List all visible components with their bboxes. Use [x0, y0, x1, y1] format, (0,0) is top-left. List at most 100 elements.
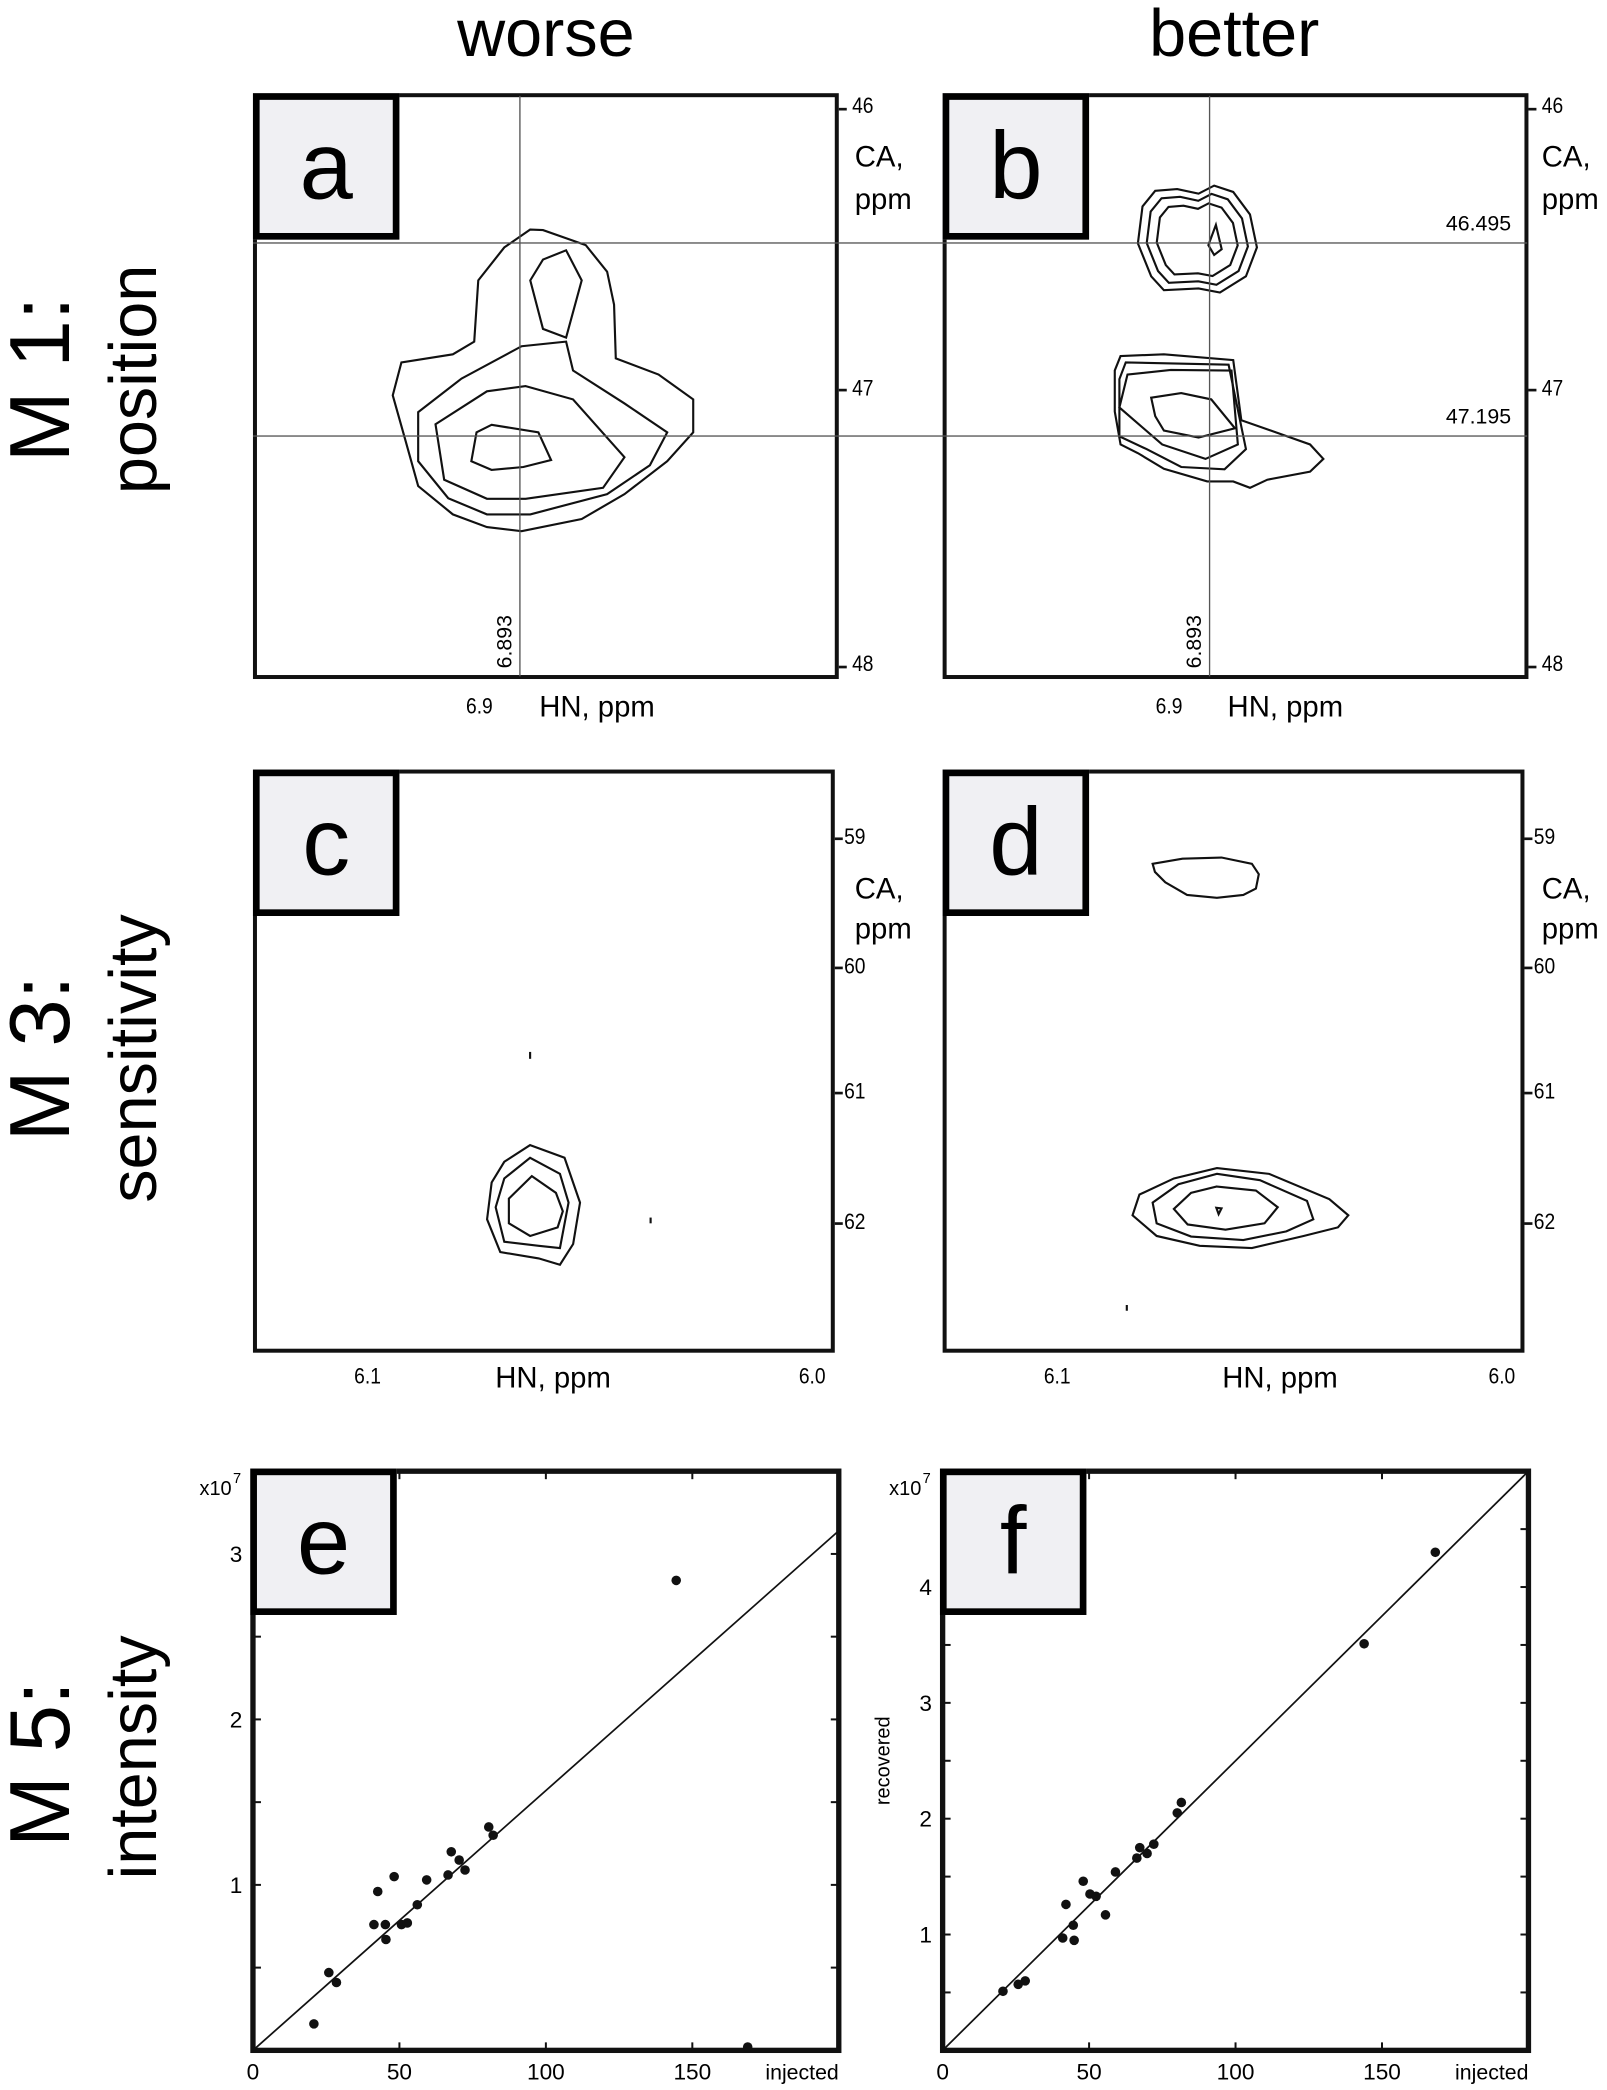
y-tick-label: 59 — [1533, 824, 1556, 850]
y-tick-mark — [838, 107, 847, 111]
data-point — [1057, 1933, 1068, 1943]
column-header-better: better — [1149, 0, 1320, 71]
contour-level-3 — [509, 1176, 563, 1236]
contour-upper-level-2 — [1147, 194, 1248, 285]
data-point — [372, 1886, 383, 1897]
contour-level-4 — [1216, 1208, 1221, 1214]
y-axis-label: CA, — [854, 139, 904, 174]
y-tick-label: 3 — [230, 1542, 243, 1567]
data-point — [1132, 1853, 1142, 1863]
contour-level-2 — [1153, 1174, 1314, 1240]
y-tick-mark — [1524, 966, 1533, 970]
data-point — [1142, 1848, 1152, 1859]
y-tick-label: 2 — [230, 1707, 243, 1732]
y-axis-label: ppm — [854, 912, 912, 946]
contour-lower-level-1 — [1115, 354, 1324, 487]
row-name-1: position — [95, 264, 171, 495]
contour-upper-level-3 — [1157, 203, 1238, 276]
y-tick-label: 1 — [919, 1923, 932, 1948]
data-point — [389, 1871, 399, 1882]
x-tick-label: 0 — [247, 2060, 260, 2085]
row-name-3: sensitivity — [95, 914, 171, 1203]
y-axis-label: CA, — [1541, 139, 1591, 174]
y-multiplier-label: x10 — [889, 1478, 921, 1500]
x-axis-label: injected — [1455, 2061, 1528, 2085]
data-point — [331, 1977, 342, 1988]
x-tick-label: 150 — [1363, 2060, 1401, 2085]
data-point — [742, 2042, 753, 2052]
fit-line — [252, 1530, 840, 2052]
y-tick-label: 59 — [844, 824, 866, 850]
data-point — [1020, 1976, 1031, 1986]
x-tick-label: 6.0 — [1488, 1363, 1516, 1389]
crosshair-horizontal-1 — [252, 242, 1528, 244]
x-axis-label: HN, ppm — [1227, 689, 1344, 723]
row-metric-5: M 5: — [0, 1681, 88, 1847]
y-tick-mark — [1528, 107, 1537, 111]
panel-label-d: d — [942, 769, 1090, 917]
crosshair-value-a: 6.893 — [493, 615, 517, 669]
y-multiplier-label: x10 — [199, 1478, 231, 1500]
data-point — [381, 1934, 391, 1945]
data-point — [412, 1899, 423, 1910]
y-tick-mark — [1524, 1222, 1533, 1225]
data-point — [1149, 1839, 1159, 1849]
contour-plot-a — [257, 97, 835, 675]
data-point — [1068, 1920, 1079, 1931]
data-point — [671, 1575, 682, 1586]
data-point — [324, 1967, 334, 1978]
contour-upper-level-1 — [1138, 186, 1257, 293]
data-point — [1359, 1638, 1369, 1649]
crosshair-value-b: 6.893 — [1183, 615, 1207, 669]
data-point — [1134, 1842, 1145, 1853]
y-tick-mark — [834, 1091, 843, 1095]
y-tick-label: 61 — [1533, 1078, 1556, 1104]
data-point — [1078, 1876, 1089, 1887]
x-tick-label: 0 — [936, 2060, 949, 2085]
data-point — [443, 1870, 453, 1880]
y-tick-label: 47 — [852, 375, 874, 401]
y-tick-mark — [834, 837, 843, 841]
y-tick-label: 48 — [1541, 651, 1564, 677]
y-tick-label: 62 — [844, 1208, 866, 1235]
y-axis-label: ppm — [1541, 182, 1599, 216]
y-tick-mark — [1528, 388, 1537, 392]
peak-value-1: 46.495 — [1445, 213, 1512, 236]
panel-label-e: e — [250, 1468, 397, 1615]
x-tick-label: 6.1 — [1043, 1363, 1071, 1389]
y-tick-label: 3 — [919, 1691, 932, 1716]
contour-plot-b — [947, 97, 1525, 675]
x-tick-label: 6.9 — [465, 693, 493, 719]
y-tick-label: 47 — [1541, 375, 1564, 401]
contour-plot-c — [257, 774, 831, 1349]
x-tick-label: 150 — [673, 2060, 711, 2085]
data-point — [483, 1822, 494, 1832]
y-tick-label: 61 — [844, 1078, 866, 1104]
x-axis-label: HN, ppm — [495, 1360, 611, 1394]
panel-a: a — [252, 93, 839, 680]
y-multiplier-exponent: 7 — [923, 1471, 931, 1487]
y-axis-label: ppm — [854, 182, 912, 216]
x-tick-label: 50 — [387, 2060, 412, 2085]
y-tick-mark — [1528, 665, 1537, 669]
contour-plot-d — [947, 774, 1521, 1349]
x-tick-label: 50 — [1076, 2060, 1101, 2085]
data-point — [488, 1830, 498, 1841]
y-axis-label: CA, — [854, 872, 904, 906]
contour-level-1 — [487, 1145, 580, 1265]
x-tick-label: 6.0 — [798, 1363, 826, 1389]
data-point — [380, 1919, 391, 1930]
panel-label-f: f — [939, 1468, 1087, 1615]
fit-line — [942, 1470, 1530, 2051]
y-axis-label: recovered — [872, 1716, 894, 1805]
contour-level-1 — [393, 230, 693, 532]
panel-label-b: b — [942, 93, 1090, 240]
data-point — [460, 1865, 470, 1875]
data-point — [1176, 1797, 1187, 1808]
data-point — [1172, 1808, 1183, 1818]
x-tick-label: 6.9 — [1155, 693, 1183, 719]
x-tick-label: 6.1 — [354, 1363, 381, 1389]
x-axis-label: injected — [765, 2061, 838, 2085]
data-point — [309, 2019, 319, 2029]
